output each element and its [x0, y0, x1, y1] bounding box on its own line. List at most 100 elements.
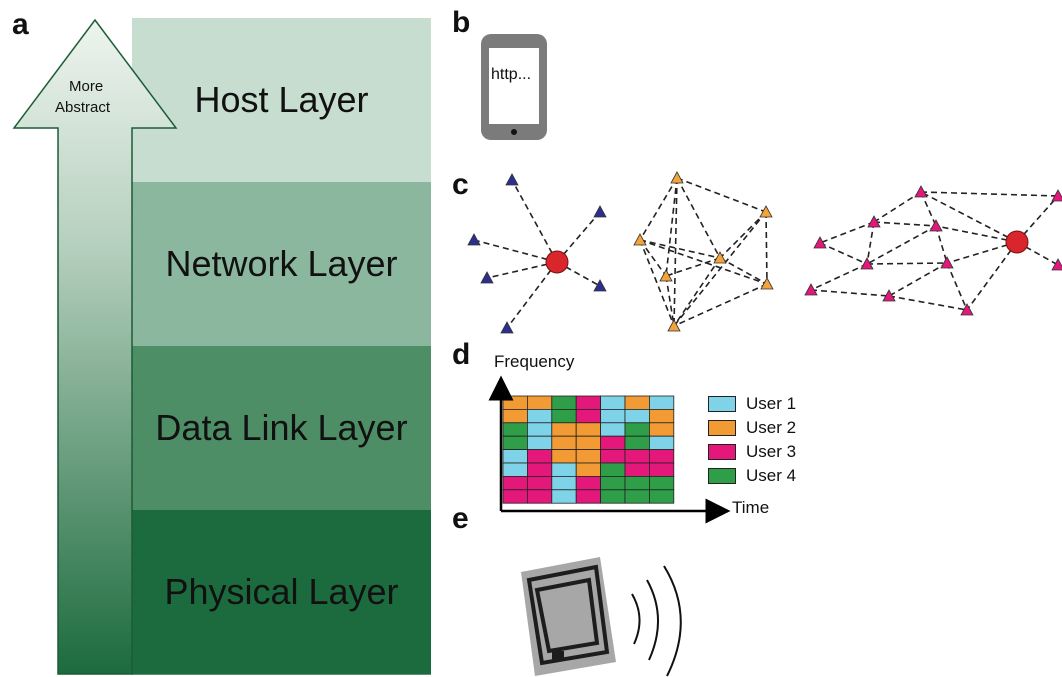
tdma-cell — [649, 408, 675, 424]
tdma-cell — [551, 475, 577, 491]
network-node — [659, 269, 673, 282]
hub-node — [545, 250, 569, 274]
legend-label: User 4 — [746, 466, 797, 485]
legend-swatch — [708, 420, 736, 436]
tdma-cell — [527, 462, 553, 477]
tdma-cell — [527, 475, 553, 491]
hub-node — [1005, 230, 1029, 254]
tdma-cell — [575, 395, 602, 410]
tdma-cell — [600, 422, 626, 437]
tdma-cell — [600, 435, 626, 451]
tdma-cell — [600, 475, 626, 491]
network-node — [860, 257, 874, 270]
tdma-cell — [575, 462, 602, 477]
tdma-cell — [551, 435, 577, 451]
tdma-cell — [600, 489, 626, 504]
wireless-waves-icon — [631, 565, 682, 677]
tdma-grid — [502, 395, 675, 504]
physical-layer: Physical Layer — [132, 510, 431, 675]
legend-user-2: User 2 — [708, 418, 797, 437]
panel-label-a: a — [12, 8, 29, 41]
tdma-cell — [551, 462, 577, 477]
tdma-cell — [527, 489, 553, 504]
tdma-cell — [551, 395, 577, 410]
network-layer: Network Layer — [132, 182, 431, 347]
legend-user-1: User 1 — [708, 394, 797, 413]
tdma-cell — [502, 475, 528, 491]
network-node — [882, 289, 896, 302]
tdma-cell — [527, 449, 553, 464]
data-link-layer-label: Data Link Layer — [155, 407, 408, 448]
legend-user-4: User 4 — [708, 466, 797, 485]
tdma-cell — [624, 435, 650, 451]
legend-label: User 3 — [746, 442, 797, 461]
tdma-cell — [527, 435, 553, 451]
hub-network — [810, 191, 1059, 311]
network-node — [867, 215, 881, 228]
tdma-cell — [551, 449, 577, 464]
smartphone-icon — [481, 34, 547, 140]
legend-label: User 1 — [746, 394, 797, 413]
tdma-cell — [502, 395, 528, 410]
frequency-axis-label: Frequency — [494, 352, 575, 371]
network-node — [467, 233, 481, 246]
network-node — [505, 173, 519, 186]
tdma-cell — [624, 489, 650, 504]
tdma-cell — [575, 475, 602, 491]
phone-screen-text: http... — [491, 66, 532, 83]
network-node — [914, 185, 928, 198]
network-node — [1051, 189, 1062, 202]
tdma-cell — [551, 422, 577, 437]
legend-swatch — [708, 396, 736, 412]
tdma-cell — [502, 462, 528, 477]
physical-layer-label: Physical Layer — [164, 571, 399, 612]
data-link-layer: Data Link Layer — [132, 346, 431, 511]
tdma-cell — [502, 489, 528, 504]
network-node — [667, 319, 681, 332]
network-node — [670, 171, 684, 184]
tdma-cell — [502, 422, 528, 437]
tdma-cell — [624, 475, 650, 491]
tdma-cell — [649, 489, 675, 504]
network-node — [759, 205, 773, 218]
tdma-cell — [527, 422, 553, 437]
network-node — [1051, 258, 1062, 271]
tdma-cell — [502, 449, 528, 464]
tdma-cell — [502, 408, 528, 424]
tdma-cell — [624, 408, 650, 424]
tdma-cell — [600, 408, 626, 424]
tdma-cell — [624, 462, 650, 477]
tdma-cell — [551, 489, 577, 504]
network-node — [813, 236, 827, 249]
arrow-label-more: More — [69, 78, 104, 95]
network-node — [804, 283, 818, 296]
host-layer-label: Host Layer — [194, 79, 369, 120]
network-node — [713, 251, 727, 264]
panel-label-c: c — [452, 168, 469, 201]
tdma-cell — [551, 408, 577, 424]
arrow-label-abstract: Abstract — [55, 99, 111, 116]
legend-user-3: User 3 — [708, 442, 797, 461]
abstraction-arrow — [12, 18, 178, 675]
tdma-cell — [575, 449, 602, 464]
network-node — [480, 271, 494, 284]
tdma-cell — [527, 395, 553, 410]
tdma-cell — [600, 449, 626, 464]
legend-label: User 2 — [746, 418, 797, 437]
network-node — [960, 303, 974, 316]
tdma-cell — [624, 422, 650, 437]
network-node — [760, 277, 774, 290]
tdma-cell — [649, 422, 675, 437]
panel-label-e: e — [452, 502, 469, 535]
tdma-cell — [575, 489, 602, 504]
tdma-cell — [624, 395, 650, 410]
time-axis-label: Time — [732, 498, 770, 517]
tdma-cell — [502, 435, 528, 451]
network-node — [593, 279, 607, 292]
tdma-cell — [600, 395, 626, 410]
mesh-network — [639, 177, 768, 327]
tdma-cell — [649, 449, 675, 464]
tdma-cell — [649, 395, 675, 410]
tdma-cell — [575, 435, 602, 451]
